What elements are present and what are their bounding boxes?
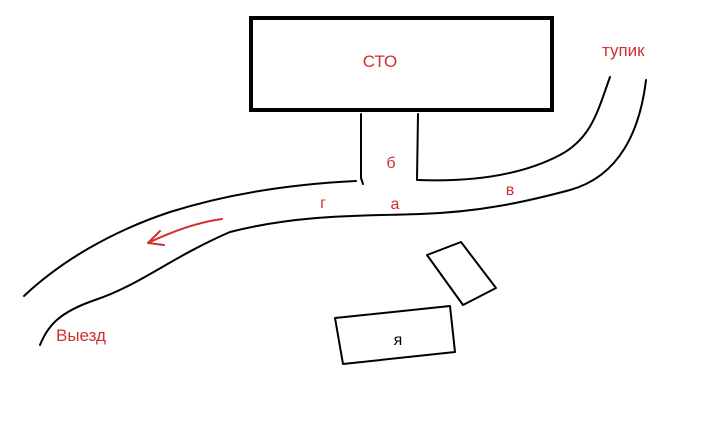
direction-arrow-head: [147, 230, 165, 246]
driveway-left-wall: [360, 113, 364, 185]
road-upper-edge-left: [23, 180, 357, 297]
direction-arrow: [147, 218, 223, 244]
point-b-label: б: [386, 155, 395, 172]
service-station-label: СТО: [363, 52, 398, 71]
parked-car: [426, 241, 497, 306]
road-lower-edge: [39, 79, 647, 346]
my-car: [334, 305, 456, 365]
driveway-right-wall: [416, 113, 419, 181]
service-station-building: [249, 16, 554, 112]
road-upper-edge-right: [417, 76, 611, 182]
point-a-label: а: [391, 196, 400, 213]
dead-end-label: тупик: [602, 41, 645, 60]
exit-label: Выезд: [56, 326, 106, 345]
point-g-label: г: [320, 195, 326, 212]
my-car-label: я: [394, 332, 403, 349]
point-v-label: в: [506, 182, 515, 199]
